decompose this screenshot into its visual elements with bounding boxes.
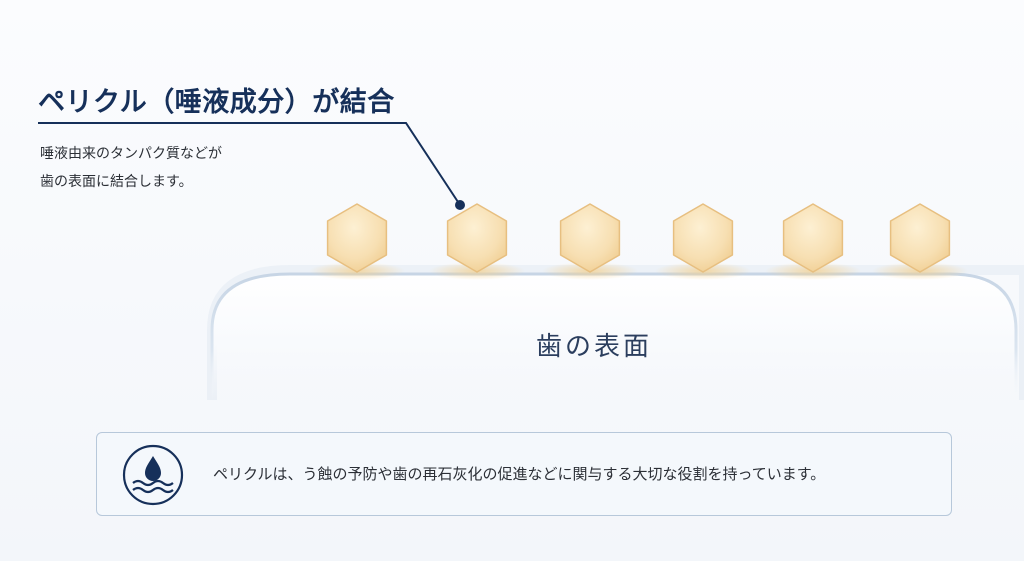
- description-line-1: 唾液由来のタンパク質などが: [40, 146, 222, 162]
- water-drop-wave-icon: [121, 443, 185, 507]
- pellicle-particle: [326, 203, 388, 273]
- page-title: ペリクル（唾液成分）が結合: [38, 87, 395, 118]
- pellicle-particle: [889, 203, 951, 273]
- pellicle-particle: [446, 203, 508, 273]
- pellicle-particles: [309, 203, 968, 280]
- pellicle-particle: [559, 203, 621, 273]
- description: 唾液由来のタンパク質などが 歯の表面に結合します。: [40, 140, 222, 196]
- description-line-2: 歯の表面に結合します。: [40, 174, 193, 190]
- tooth-surface-label: 歯の表面: [536, 332, 653, 362]
- tooth-surface: [210, 272, 1018, 400]
- pointer-dot: [455, 200, 465, 210]
- pellicle-particle: [672, 203, 734, 273]
- info-text: ペリクルは、う蝕の予防や歯の再石灰化の促進などに関与する大切な役割を持っています…: [213, 465, 826, 483]
- pointer-line: [38, 122, 461, 206]
- pellicle-particle: [782, 203, 844, 273]
- info-box: ペリクルは、う蝕の予防や歯の再石灰化の促進などに関与する大切な役割を持っています…: [96, 432, 952, 516]
